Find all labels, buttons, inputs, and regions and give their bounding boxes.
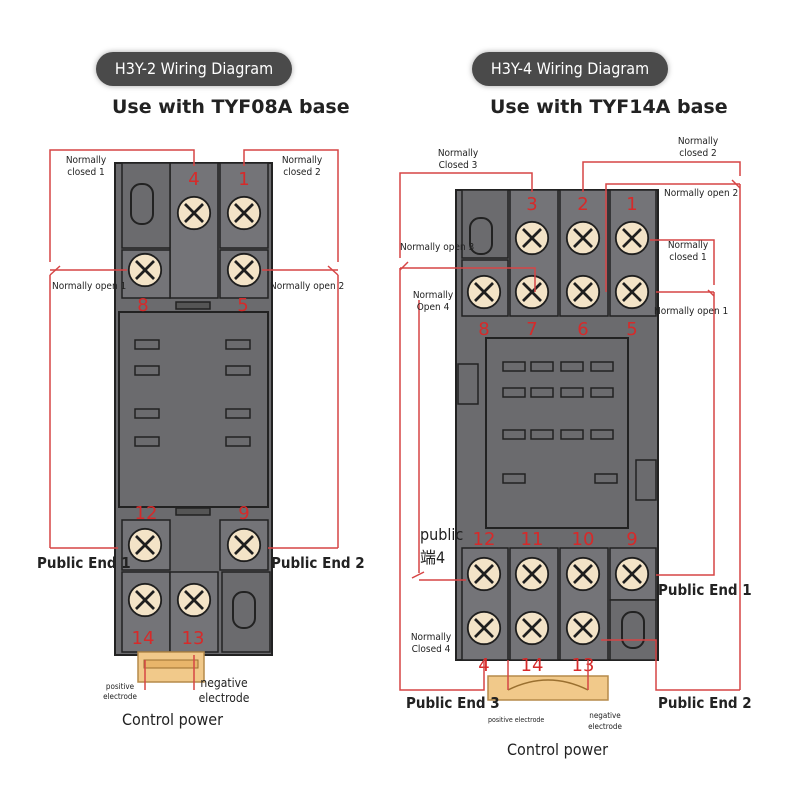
term-num-9: 9	[626, 529, 637, 550]
term-num-14: 14	[132, 628, 155, 649]
term-num-1: 1	[626, 194, 637, 215]
left-label-pub1: Public End 1	[37, 554, 131, 572]
right-label-nc2: Normally closed 2	[677, 136, 719, 159]
left-label-pub2: Public End 2	[271, 554, 365, 572]
right-title: H3Y-4 Wiring Diagram	[472, 52, 668, 86]
left-label-nc2: Normally closed 2	[281, 155, 323, 178]
term-num-11: 11	[521, 529, 544, 550]
term-num-8: 8	[478, 319, 489, 340]
right-wires	[399, 161, 741, 691]
right-label-power: Control power	[507, 740, 609, 759]
term-num-8: 8	[137, 295, 148, 316]
right-label-nc4: Normally Closed 4	[410, 632, 452, 655]
term-num-9: 9	[238, 503, 249, 524]
right-label-no4: Normally Open 4	[412, 290, 454, 313]
left-wires	[49, 149, 339, 690]
right-label-pub4a: public	[420, 525, 464, 544]
right-subtitle: Use with TYF14A base	[490, 96, 728, 118]
right-label-nc3: Normally Closed 3	[437, 148, 479, 171]
term-num-10: 10	[572, 529, 595, 550]
right-label-pub3: Public End 3	[406, 694, 500, 712]
left-label-nc1: Normally closed 1	[65, 155, 107, 178]
left-label-power: Control power	[122, 710, 224, 729]
term-num-6: 6	[577, 319, 588, 340]
right-label-no2: Normally open 2	[664, 188, 739, 199]
left-subtitle: Use with TYF08A base	[112, 96, 350, 118]
left-title: H3Y-2 Wiring Diagram	[96, 52, 292, 86]
right-label-no3: Normally open 3	[400, 242, 475, 253]
term-num-7: 7	[526, 319, 537, 340]
right-label-neg: negative electrode	[588, 711, 622, 731]
term-num-14: 14	[521, 655, 544, 676]
term-num-12: 12	[135, 503, 158, 524]
left-label-neg: negative electrode	[198, 676, 250, 705]
term-num-4: 4	[188, 169, 199, 190]
term-num-13: 13	[182, 628, 205, 649]
term-num-3: 3	[526, 194, 537, 215]
term-num-13: 13	[572, 655, 595, 676]
left-terminal-numbers: 4 1 8 5 12 9 14 13	[132, 169, 250, 649]
left-label-pos: positive electrode	[103, 682, 137, 701]
right-label-pub2: Public End 2	[658, 694, 752, 712]
term-num-5: 5	[237, 295, 248, 316]
right-label-no1: Normally open 1	[654, 306, 729, 317]
term-num-12: 12	[473, 529, 496, 550]
left-label-no1: Normally open 1	[52, 281, 127, 292]
left-label-no2: Normally open 2	[270, 281, 345, 292]
right-label-pos: positive electrode	[488, 716, 545, 724]
term-num-5: 5	[626, 319, 637, 340]
term-num-2: 2	[577, 194, 588, 215]
term-num-1: 1	[238, 169, 249, 190]
right-label-nc1: Normally closed 1	[667, 240, 709, 263]
right-label-pub4b: 端4	[420, 548, 446, 567]
right-label-pub1: Public End 1	[658, 581, 752, 599]
